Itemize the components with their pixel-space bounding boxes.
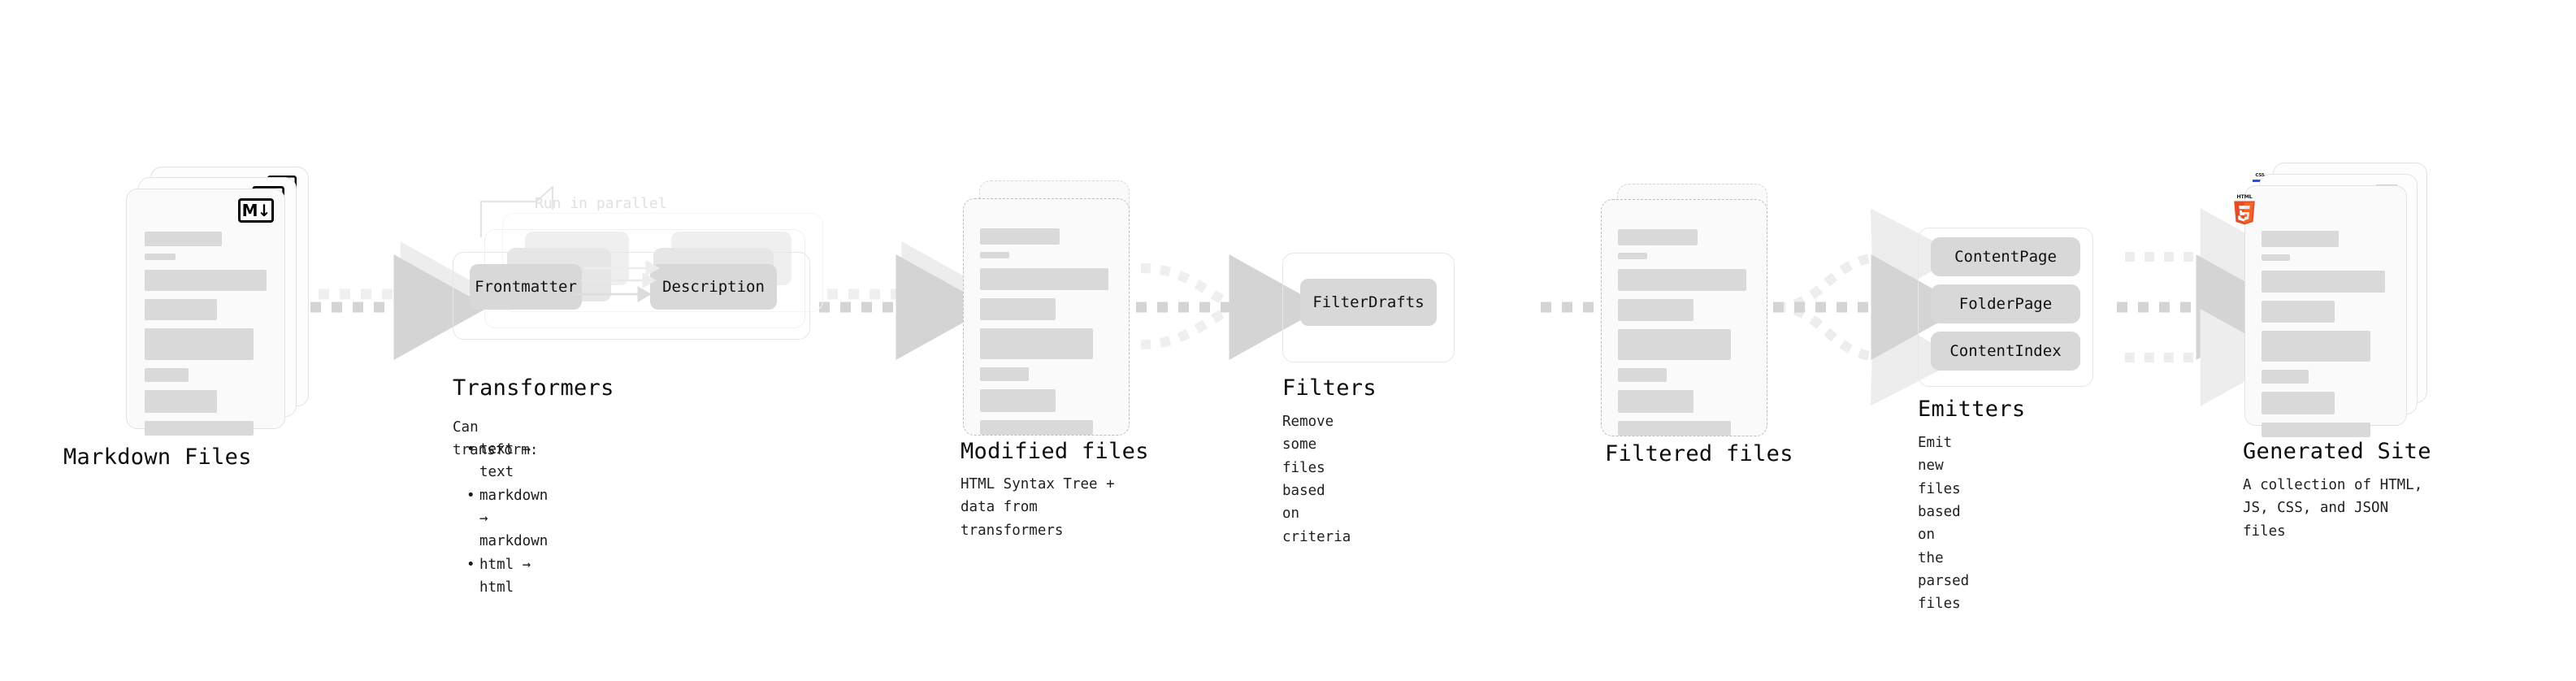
markdown-icon: M↓ — [238, 198, 274, 223]
connector-filtered-to-emitters — [1773, 208, 1967, 406]
filters-panel — [1282, 253, 1455, 362]
emitter-pill-contentpage[interactable]: ContentPage — [1931, 237, 2080, 276]
stage-markdown-files: M↓ M↓ M↓ — [63, 167, 313, 470]
modified-files-subtitle: HTML Syntax Tree + data from transformer… — [961, 476, 1115, 539]
connector-modified-to-filters — [1136, 254, 1325, 360]
transformers-subtitle: Can transform: — [453, 419, 539, 459]
emitter-pill-contentindex[interactable]: ContentIndex — [1931, 332, 2080, 371]
transformer-pill-description[interactable]: Description — [650, 264, 777, 310]
stage-generated-site: CSS HTML — [2234, 163, 2439, 540]
transformer-pill-frontmatter[interactable]: Frontmatter — [470, 264, 582, 310]
stage-modified-files: Modified files HTML Syntax Tree + data f… — [961, 180, 1148, 539]
filtered-card-front — [1601, 199, 1767, 436]
stage-title-modified-files: Modified files — [961, 439, 1149, 464]
connector-markdown-to-transformers — [310, 241, 496, 360]
modified-card-front — [963, 198, 1130, 436]
stage-title-markdown-files: Markdown Files — [63, 445, 252, 470]
svg-text:HTML: HTML — [2236, 193, 2252, 200]
transformers-panel-back — [502, 213, 823, 312]
stage-title-generated-site: Generated Site — [2243, 439, 2431, 464]
skeleton-lines — [2262, 231, 2390, 437]
connector-transformers-to-modified — [819, 241, 997, 360]
skeleton-lines — [980, 228, 1112, 435]
stage-title-transformers: Transformers — [453, 375, 614, 401]
connector-emitters-to-site — [2117, 208, 2292, 406]
bullet-text: markdown → markdown — [479, 487, 549, 550]
emitters-panel — [1918, 228, 2093, 387]
filter-pill-filterdrafts[interactable]: FilterDrafts — [1300, 279, 1437, 326]
stage-title-filtered-files: Filtered files — [1605, 441, 1793, 466]
transformers-bullet-list: • text → text • markdown → markdown • ht… — [462, 438, 548, 599]
filters-subtitle: Remove some files based on criteria — [1282, 414, 1351, 545]
bullet-text: html → html — [479, 556, 531, 596]
transformers-bullet: • markdown → markdown — [466, 487, 549, 550]
transformers-bullet: • text → text — [466, 441, 531, 481]
transformers-bullet: • html → html — [466, 556, 531, 596]
skeleton-lines — [1618, 229, 1750, 436]
skeleton-lines — [145, 232, 267, 436]
stage-filtered-files: Filtered files — [1601, 184, 1793, 466]
stage-title-emitters: Emitters — [1918, 397, 2026, 422]
stage-title-filters: Filters — [1282, 375, 1377, 401]
emitters-subtitle: Emit new files based on the parsed files — [1918, 435, 1970, 613]
markdown-card-front: M↓ — [126, 189, 285, 436]
transformers-panel-front — [453, 252, 810, 340]
run-in-parallel-note: Run in parallel — [535, 195, 667, 212]
markdown-icon-letter: M — [241, 201, 258, 220]
html5-icon: HTML — [2231, 193, 2258, 226]
transformer-internal-arrows — [573, 260, 660, 302]
bullet-text: text → text — [479, 441, 531, 481]
generated-site-subtitle: A collection of HTML, JS, CSS, and JSON … — [2243, 477, 2423, 540]
emitter-pill-folderpage[interactable]: FolderPage — [1931, 284, 2080, 323]
site-card-html: HTML — [2234, 185, 2407, 437]
markdown-icon-arrow: ↓ — [257, 201, 271, 220]
